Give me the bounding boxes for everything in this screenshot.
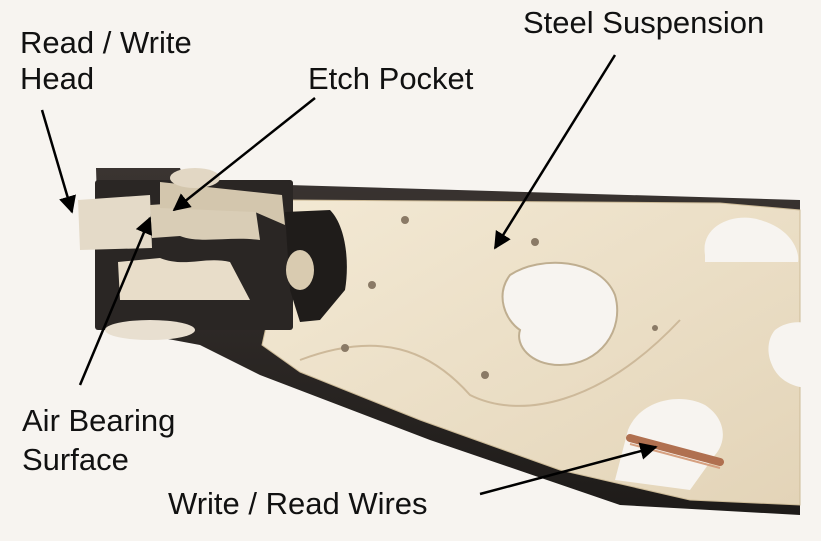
label-etch-pocket: Etch Pocket (308, 61, 474, 96)
suspension-hole (368, 281, 376, 289)
suspension-cutouts (501, 217, 820, 490)
arrow-air-bearing-surface (78, 216, 152, 386)
label-steel-suspension: Steel Suspension (523, 5, 765, 40)
suspension-hole (531, 238, 539, 246)
label-read-write-head-line2: Head (20, 61, 95, 96)
label-air-bearing-surface-line2: Surface (22, 442, 129, 477)
arrow-read-write-head (40, 109, 76, 214)
suspension-hole (652, 325, 658, 331)
label-read-write-head-line1: Read / Write (20, 25, 192, 60)
leader-arrows (40, 54, 658, 496)
arrow-steel-suspension (493, 54, 617, 250)
suspension-hole (341, 344, 349, 352)
suspension-hole (481, 371, 489, 379)
arrow-write-read-wires (479, 442, 658, 496)
label-air-bearing-surface-line1: Air Bearing (22, 403, 176, 438)
arrow-etch-pocket (172, 97, 316, 212)
suspension-hole (401, 216, 409, 224)
flexure (285, 210, 347, 322)
label-write-read-wires: Write / Read Wires (168, 486, 428, 521)
